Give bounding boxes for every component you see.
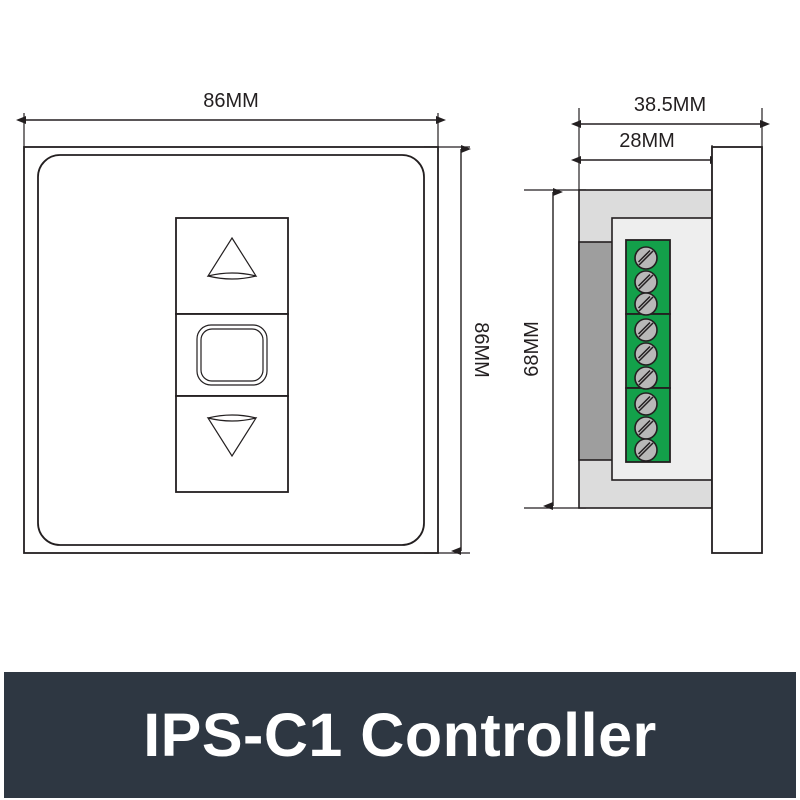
front-view-height-label: 86MM (470, 322, 492, 378)
screw-terminal[interactable] (634, 392, 658, 416)
screw-terminal[interactable] (634, 438, 658, 462)
side-view-body-height-label: 68MM (521, 321, 543, 377)
screw-terminal[interactable] (634, 342, 658, 366)
terminal-block[interactable] (625, 239, 671, 463)
product-banner: IPS-C1 Controller (4, 672, 796, 798)
rounded-square-icon (196, 324, 268, 386)
triangle-up-icon (206, 236, 258, 280)
front-view: 86MM 86MM (16, 90, 492, 555)
screw-terminal[interactable] (634, 366, 658, 390)
dimension-drawing: 86MM 86MM (16, 90, 770, 555)
screw-terminal[interactable] (634, 270, 658, 294)
up-button[interactable] (175, 217, 289, 315)
down-button[interactable] (175, 395, 289, 493)
side-view-total-depth-label: 38.5MM (634, 94, 706, 116)
screw-terminal[interactable] (634, 416, 658, 440)
center-button[interactable] (175, 313, 289, 397)
side-view-body-depth-label: 28MM (619, 130, 675, 152)
front-bezel (711, 146, 763, 554)
triangle-down-icon (206, 414, 258, 458)
front-view-width-label: 86MM (203, 90, 259, 112)
screw-terminal[interactable] (634, 318, 658, 342)
button-column (175, 217, 289, 493)
side-view: 38.5MM 28MM 68MM (521, 94, 770, 554)
screw-terminal[interactable] (634, 246, 658, 270)
product-name-label: IPS-C1 Controller (143, 700, 657, 769)
screw-terminal[interactable] (634, 292, 658, 316)
